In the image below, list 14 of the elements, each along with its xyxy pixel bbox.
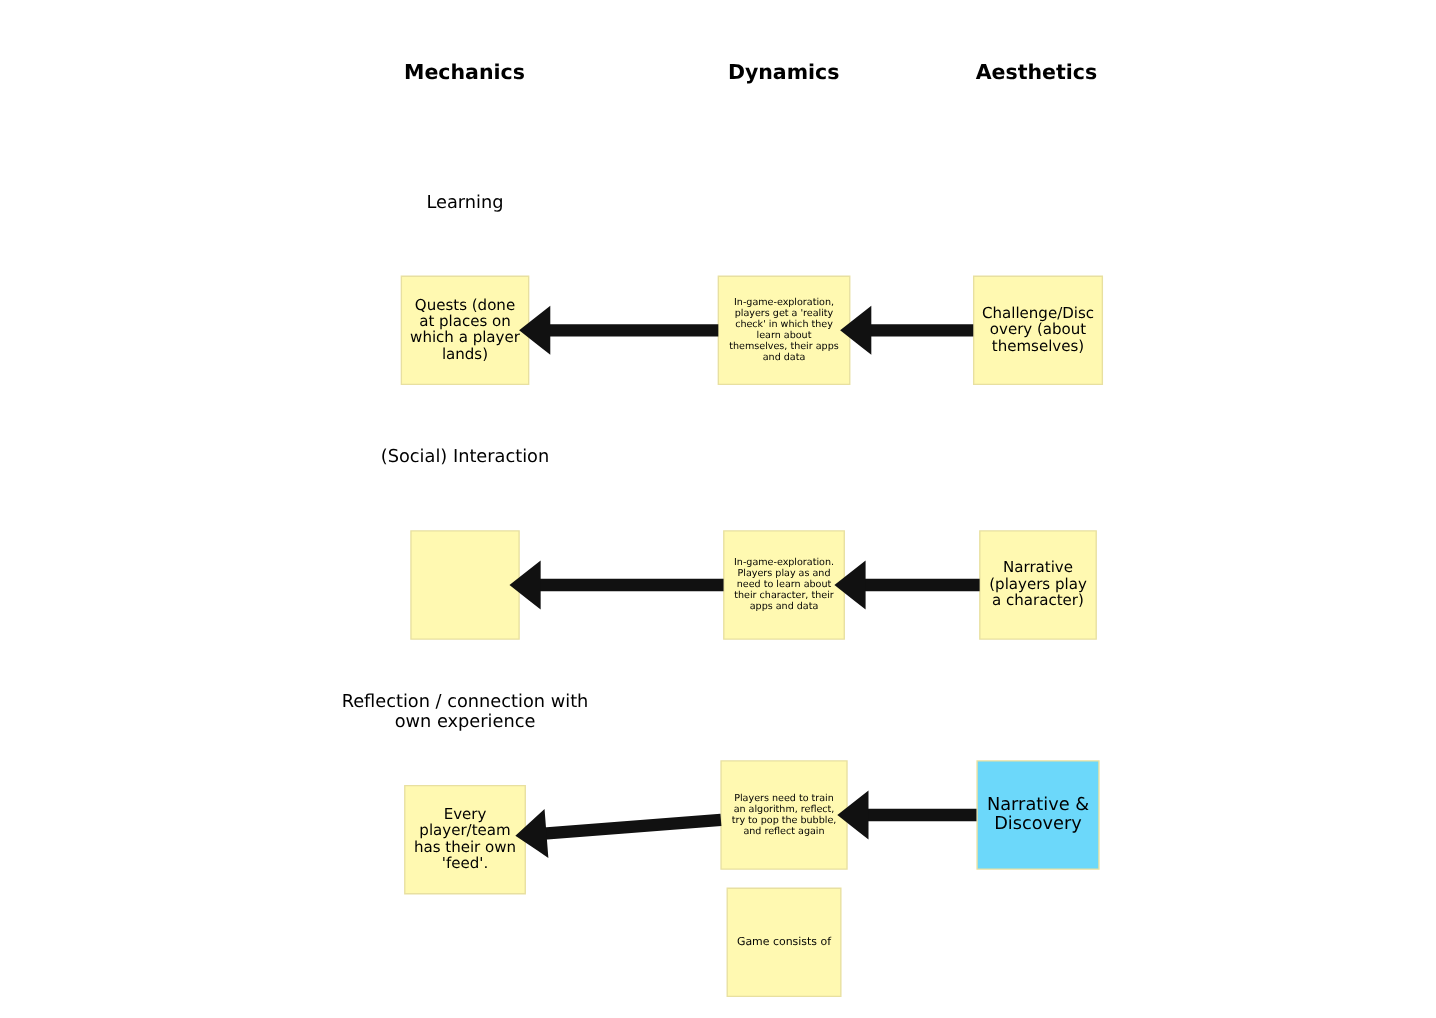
arrow	[839, 305, 973, 355]
label: Reflection / connection with own experience	[340, 693, 588, 733]
node-box: Narrative & Discovery	[975, 760, 1099, 870]
arrow	[514, 808, 721, 858]
label: Aesthetics	[974, 61, 1097, 86]
arrow	[836, 790, 976, 840]
label: Learning	[425, 193, 503, 214]
arrow	[833, 560, 979, 610]
node-box	[409, 530, 519, 640]
label: (Social) Interaction	[379, 448, 549, 469]
label: Mechanics	[403, 61, 524, 86]
label: Dynamics	[726, 61, 839, 86]
arrow	[518, 305, 718, 355]
arrow	[508, 560, 723, 610]
